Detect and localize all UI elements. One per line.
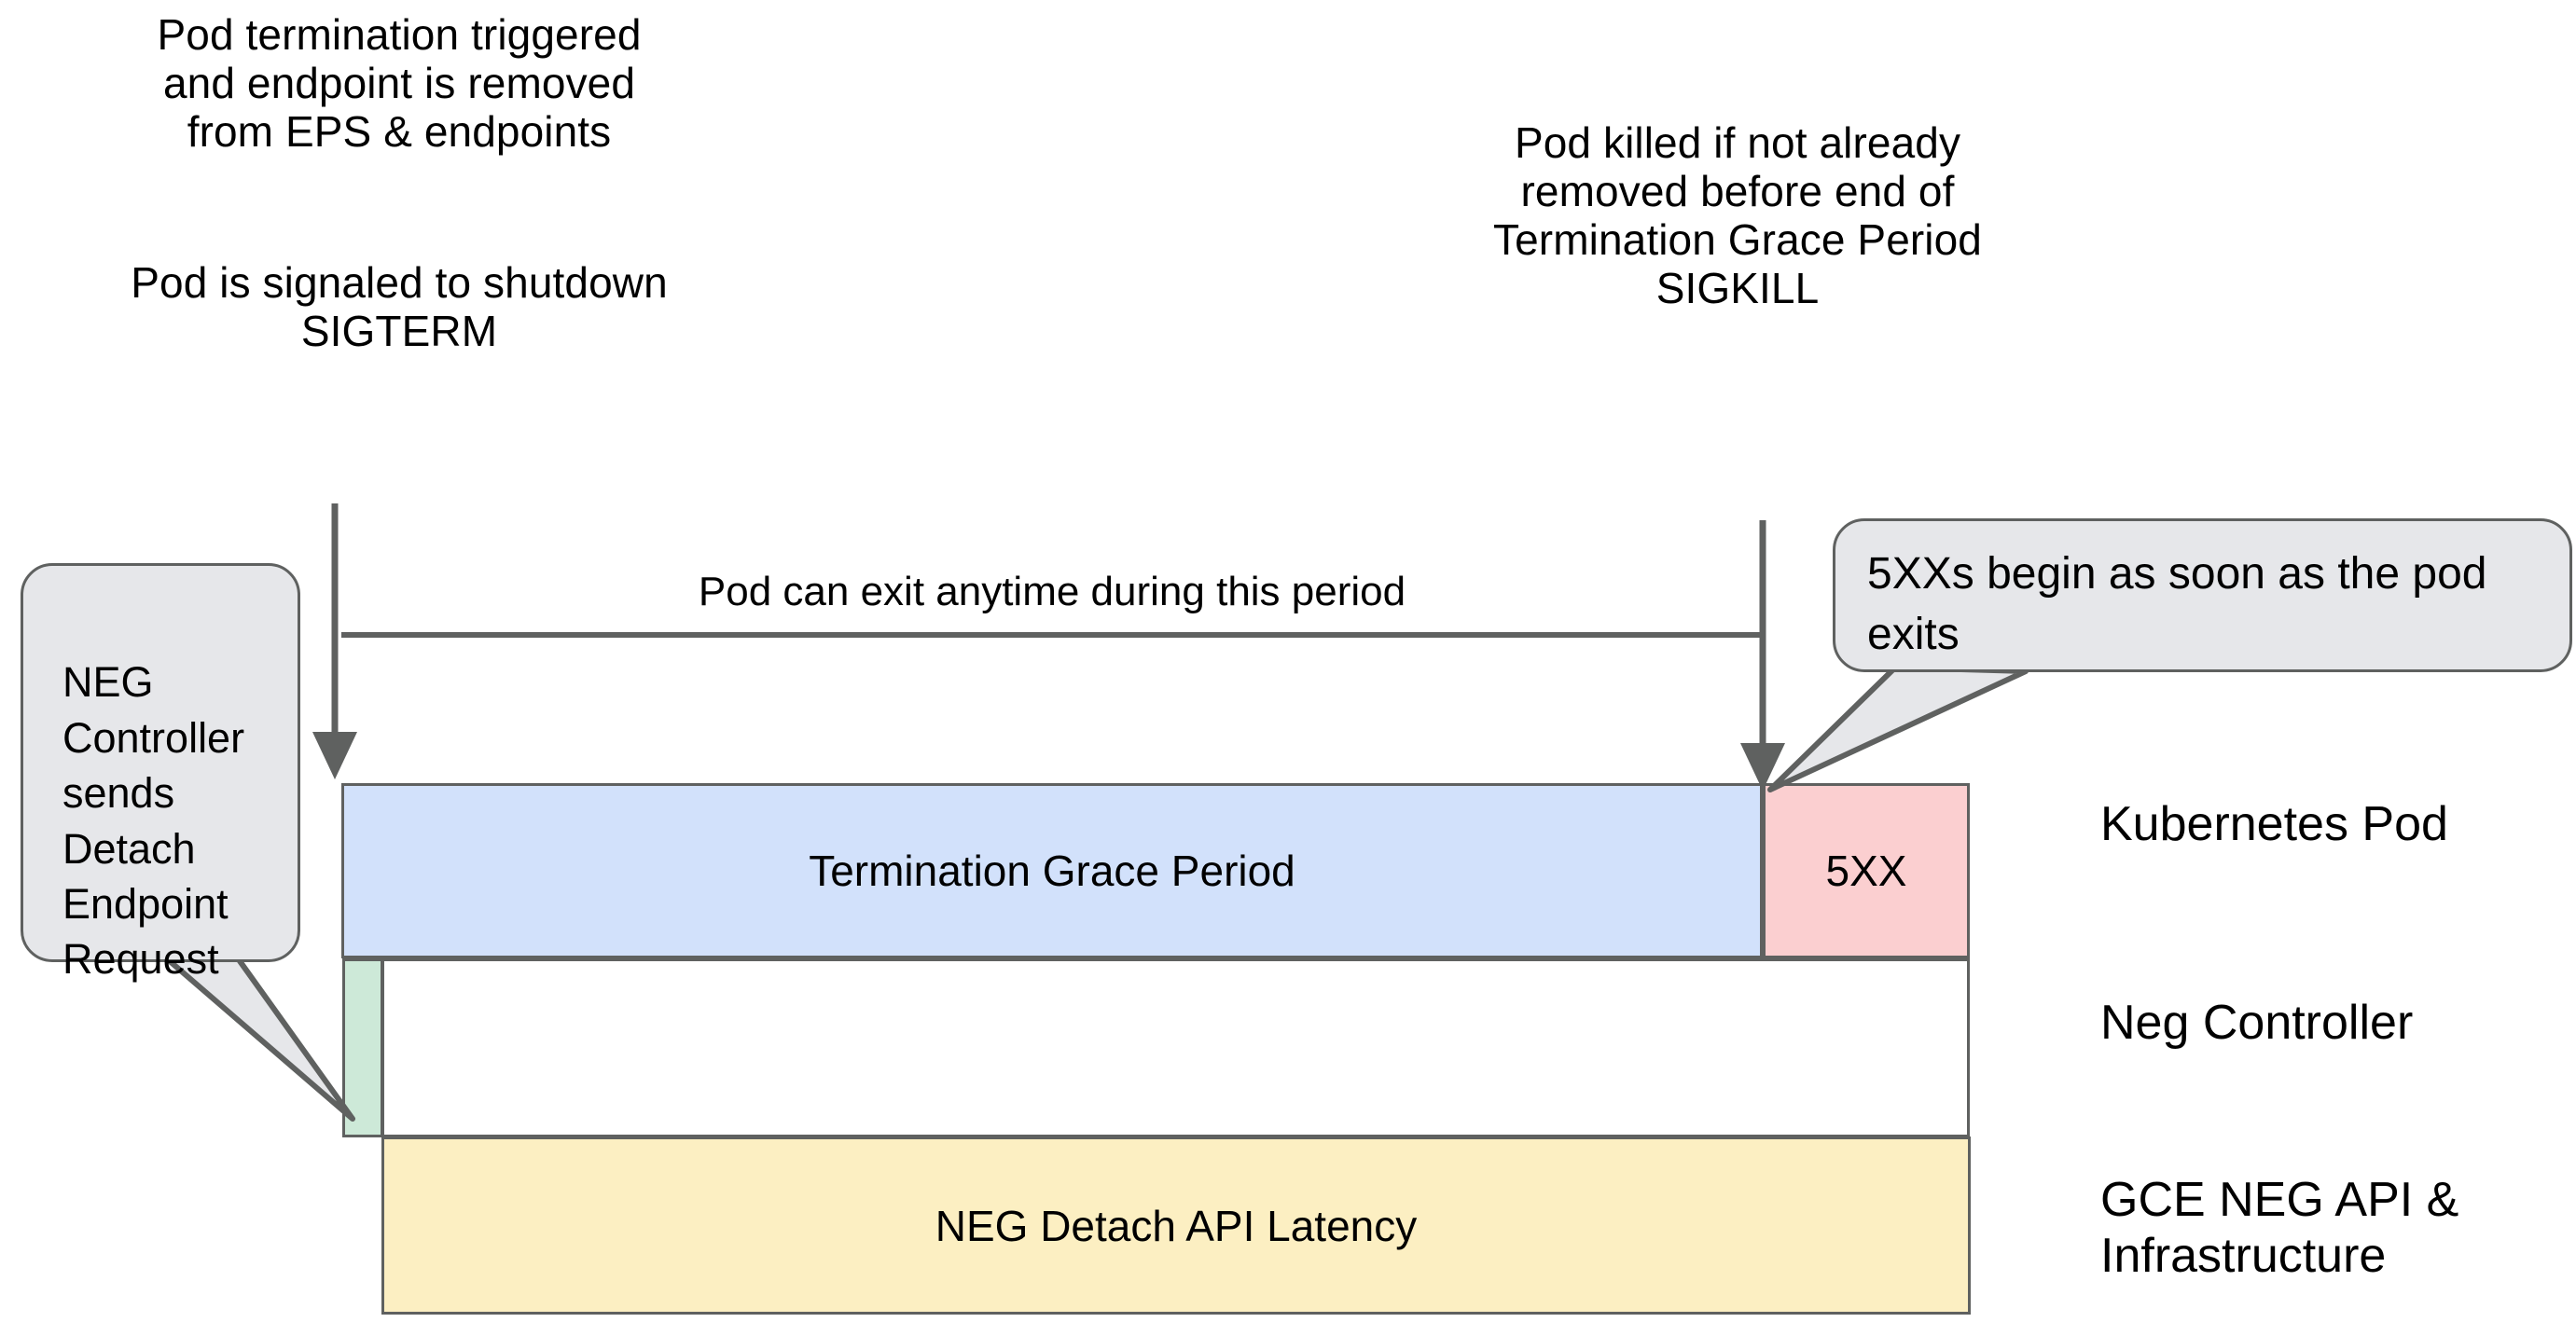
- bar-termination-grace-period-label: Termination Grace Period: [809, 847, 1295, 895]
- span-period-label: Pod can exit anytime during this period: [698, 569, 1406, 614]
- note-pod-signaled-shutdown: Pod is signaled to shutdown SIGTERM: [131, 258, 668, 355]
- callout-5xx-begin-text: 5XXs begin as soon as the pod exits: [1867, 549, 2487, 660]
- bar-termination-grace-period: Termination Grace Period: [341, 783, 1763, 958]
- callout-neg-controller: NEG Controller sends Detach Endpoint Req…: [21, 563, 300, 983]
- bar-5xx: 5XX: [1763, 783, 1970, 958]
- bar-neg-detach-api-latency-label: NEG Detach API Latency: [935, 1201, 1418, 1250]
- lane-label-gce-neg-api: GCE NEG API & Infrastructure: [2100, 1173, 2459, 1283]
- note-pod-termination-triggered: Pod termination triggered and endpoint i…: [157, 10, 642, 156]
- arrow-sigkill-end: [1740, 520, 1785, 791]
- callout-5xx-begin: 5XXs begin as soon as the pod exits: [1833, 518, 2572, 672]
- bar-5xx-label: 5XX: [1825, 847, 1907, 895]
- note-pod-killed-sigkill: Pod killed if not already removed before…: [1493, 118, 1982, 312]
- lane-neg-controller-track: [381, 958, 1970, 1137]
- lane-label-neg-controller: Neg Controller: [2100, 996, 2414, 1050]
- arrow-termination-start: [312, 503, 357, 779]
- callout-tail-5xx: [1767, 665, 2029, 792]
- lane-label-kubernetes-pod: Kubernetes Pod: [2100, 797, 2448, 851]
- callout-neg-controller-text: NEG Controller sends Detach Endpoint Req…: [62, 658, 245, 984]
- bar-neg-detach-api-latency: NEG Detach API Latency: [381, 1136, 1971, 1315]
- bar-neg-detach-request: [342, 958, 383, 1137]
